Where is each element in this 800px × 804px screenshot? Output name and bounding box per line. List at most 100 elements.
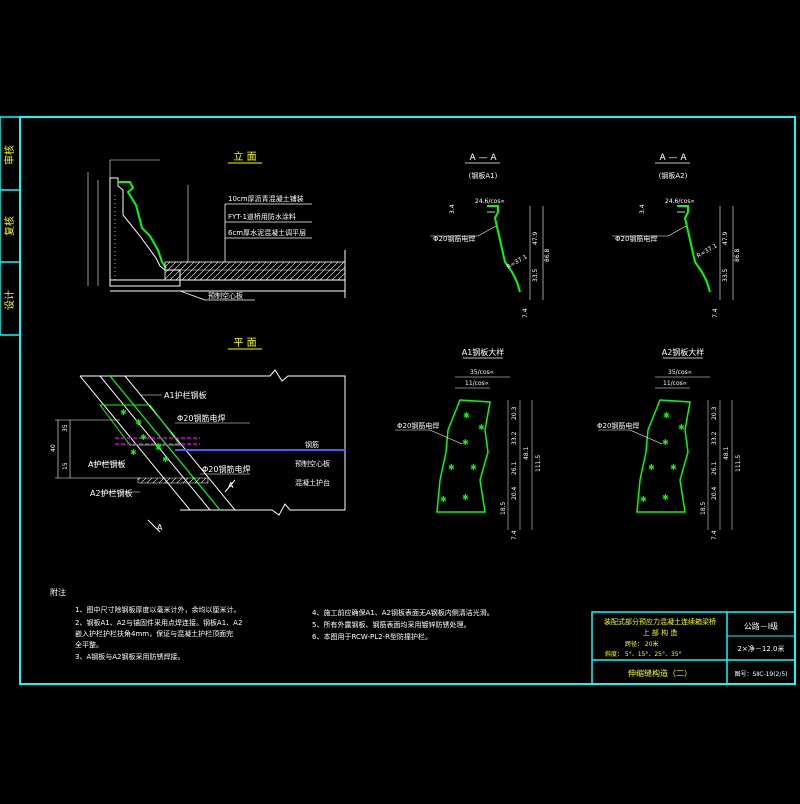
svg-text:✱: ✱ <box>462 438 469 447</box>
plate-a2-dim-1: 20.3 <box>711 406 718 420</box>
note-right-2: 5、所有外露钢板、钢筋表面均采用镀锌防锈处理。 <box>312 620 470 629</box>
elevation-plate <box>118 181 167 269</box>
svg-text:✱: ✱ <box>135 418 142 427</box>
plan-label-weld-top: Φ20钢筋电焊 <box>177 413 225 423</box>
elevation-view: 立 面 10cm厚沥青混凝土铺装 FYT-1道桥用防水涂料 6cm厚水泥混凝土调… <box>87 150 346 301</box>
plate-a2-mid: 48.1 <box>723 446 730 460</box>
section-a2-title: A — A <box>659 153 687 163</box>
section-a2: A — A (钢板A2) 24.6/cos∝ 3.4 Φ20钢筋电焊 R=37.… <box>612 153 741 318</box>
plate-a1-weld: Φ20钢筋电焊 <box>397 421 439 430</box>
title-drawing: 伸缩缝构造（二） <box>628 668 692 678</box>
svg-text:✱: ✱ <box>663 411 670 420</box>
note-left-2: 2、钢板A1、A2与锚固件采用点焊连接。钢板A1、A2 <box>75 618 242 627</box>
plan-dim-15: 15 <box>62 462 69 470</box>
svg-text:✱: ✱ <box>670 463 677 472</box>
plan-view: 平 面 ✱✱✱ ✱✱✱ A1护栏钢板 Φ20钢筋电焊 钢筋 A护栏钢板 Φ20钢… <box>50 338 346 533</box>
svg-text:✱: ✱ <box>478 423 485 432</box>
plate-a1-dim-5: 18.5 <box>500 501 507 515</box>
svg-text:✱: ✱ <box>648 463 655 472</box>
title-skew: 斜度： 5°、15°、25°、35° <box>605 650 682 658</box>
plate-a2-dim-3: 26.1 <box>711 461 718 475</box>
section-a2-side-dim: 3.4 <box>639 204 646 214</box>
svg-text:✱: ✱ <box>120 408 127 417</box>
drawing-frame <box>19 116 796 685</box>
plate-a2-top-dim-1: 35/cos∝ <box>668 369 692 376</box>
notes-heading: 附注 <box>50 587 66 597</box>
section-a1-r: R=37.1 <box>506 253 529 270</box>
section-a1-top-dim: 24.6/cos∝ <box>475 198 505 205</box>
plate-a1-dim-4: 20.4 <box>511 486 518 500</box>
plan-label-slab: 预制空心板 <box>295 459 330 468</box>
plate-a1-dim-1: 20.3 <box>511 406 518 420</box>
section-a1-plate <box>487 205 521 293</box>
notes: 附注 1、图中尺寸除钢板厚度以毫米计外，余均以厘米计。 2、钢板A1、A2与锚固… <box>50 587 494 661</box>
section-a2-dim-2: 33.5 <box>722 268 729 282</box>
title-project-1: 装配式部分预应力混凝土连续箱梁桥 <box>604 617 716 626</box>
plate-a1-top-dim-1: 35/cos∝ <box>470 369 494 376</box>
side-label-check: 复核 <box>3 216 16 236</box>
plate-a1-mid: 48.1 <box>523 446 530 460</box>
svg-text:✱: ✱ <box>155 443 162 452</box>
section-a2-r: R=37.1 <box>696 242 719 259</box>
section-a2-plate <box>677 205 711 293</box>
plate-a2-weld: Φ20钢筋电焊 <box>597 421 639 430</box>
section-a1-weld: Φ20钢筋电焊 <box>433 234 475 243</box>
plan-label-a1: A1护栏钢板 <box>164 390 207 400</box>
plan-label-curb: 混凝土护台 <box>295 478 330 487</box>
section-a1-total: 86.8 <box>544 248 551 262</box>
section-a1-dim-3: 7.4 <box>522 308 529 318</box>
plan-green-plate <box>99 404 181 446</box>
svg-text:✱: ✱ <box>130 448 137 457</box>
section-a2-subtitle: (钢板A2) <box>659 171 688 180</box>
section-a2-total: 86.8 <box>734 248 741 262</box>
svg-text:✱: ✱ <box>140 433 147 442</box>
side-label-review: 审核 <box>3 145 16 165</box>
plate-a1-dim-3: 26.1 <box>511 461 518 475</box>
plate-a2-total: 111.5 <box>735 455 742 472</box>
plate-a1-dim-6: 7.4 <box>511 530 518 540</box>
note-right-3: 6、本图用于RCW-PL2-R型防撞护栏。 <box>312 632 432 641</box>
plate-a2-dim-4: 20.4 <box>711 486 718 500</box>
section-a2-dim-3: 7.4 <box>712 308 719 318</box>
plate-a2-dim-2: 33.2 <box>711 431 718 445</box>
plate-a2-top-dim-2: 11/cos∝ <box>663 380 687 387</box>
plate-a2-dim-5: 18.5 <box>700 501 707 515</box>
svg-text:✱: ✱ <box>440 495 447 504</box>
section-mark-bottom: A <box>157 523 163 532</box>
layer-waterproof: FYT-1道桥用防水涂料 <box>228 212 296 221</box>
plate-a1-outline <box>436 399 491 513</box>
plan-label-rebar: 钢筋 <box>305 440 319 449</box>
svg-text:✱: ✱ <box>640 495 647 504</box>
elevation-title: 立 面 <box>233 150 256 163</box>
title-span: 跨径： 20米 <box>625 640 659 648</box>
title-block: 装配式部分预应力混凝土连续箱梁桥 上 部 构 造 跨径： 20米 斜度： 5°、… <box>591 611 796 685</box>
side-label-design: 设计 <box>3 290 16 310</box>
svg-text:✱: ✱ <box>462 493 469 502</box>
title-project-2: 上 部 构 造 <box>643 628 678 637</box>
title-grade: 公路－I级 <box>744 621 778 631</box>
section-a2-dim-1: 47.9 <box>722 231 729 245</box>
title-lanes: 2×净－12.0米 <box>738 644 785 653</box>
plan-title: 平 面 <box>233 338 256 349</box>
plate-a2-dim-6: 7.4 <box>711 530 718 540</box>
svg-text:✱: ✱ <box>678 423 685 432</box>
svg-text:✱: ✱ <box>662 493 669 502</box>
plate-a1-detail: A1钢板大样 35/cos∝ 11/cos∝ ✱✱✱ ✱✱✱✱ Φ20钢筋电焊 … <box>395 347 542 540</box>
svg-text:✱: ✱ <box>662 438 669 447</box>
note-left-3: 嵌入护栏护栏扶角4mm，保证与混凝土护栏顶面完 <box>75 629 233 638</box>
section-a1-title: A — A <box>469 153 497 163</box>
plate-a1-total: 111.5 <box>535 455 542 472</box>
plate-a2-outline <box>636 399 691 513</box>
plan-dim-35: 35 <box>62 424 69 432</box>
plan-label-a-plate: A护栏钢板 <box>88 459 125 469</box>
plate-a2-title: A2钢板大样 <box>662 347 705 357</box>
note-left-4: 全平整。 <box>75 640 103 649</box>
plan-label-weld-bottom: Φ20钢筋电焊 <box>202 464 250 474</box>
note-left-1: 1、图中尺寸除钢板厚度以毫米计外，余均以厘米计。 <box>75 605 240 614</box>
svg-text:✱: ✱ <box>162 455 169 464</box>
plate-a1-top-dim-2: 11/cos∝ <box>465 380 489 387</box>
plan-dim-40: 40 <box>50 444 57 452</box>
section-a2-weld: Φ20钢筋电焊 <box>615 234 657 243</box>
